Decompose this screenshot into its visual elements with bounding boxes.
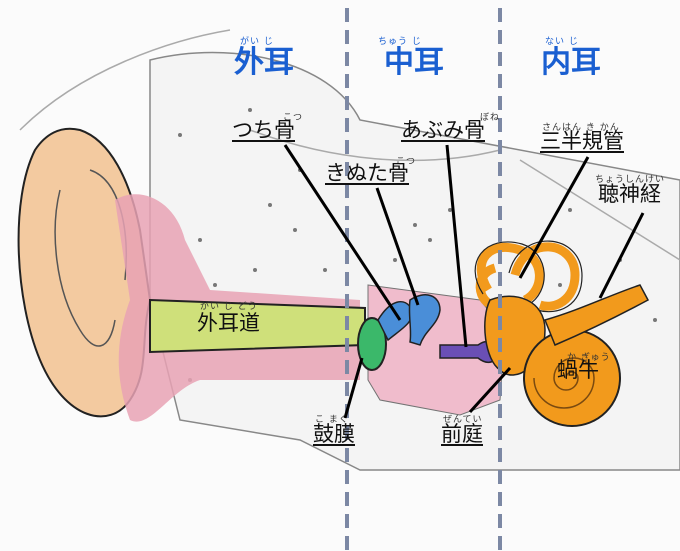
canals-label: 三半規管: [540, 131, 624, 152]
outer-ear-title: 外耳: [234, 48, 294, 78]
middle-ear-title: 中耳: [384, 48, 444, 78]
canal-label: 外耳道: [197, 313, 260, 334]
eardrum-label: 鼓膜: [313, 424, 355, 445]
nerve-label: 聴神経: [598, 184, 661, 205]
vestibule-label: 前庭: [441, 424, 483, 445]
stapes-label: あぶみ骨: [401, 120, 485, 141]
malleus-label: つち骨: [232, 120, 295, 141]
cochlea-label: 蝸牛: [557, 360, 599, 381]
inner-ear-title: 内耳: [541, 48, 601, 78]
incus-label: きぬた骨: [325, 163, 409, 184]
